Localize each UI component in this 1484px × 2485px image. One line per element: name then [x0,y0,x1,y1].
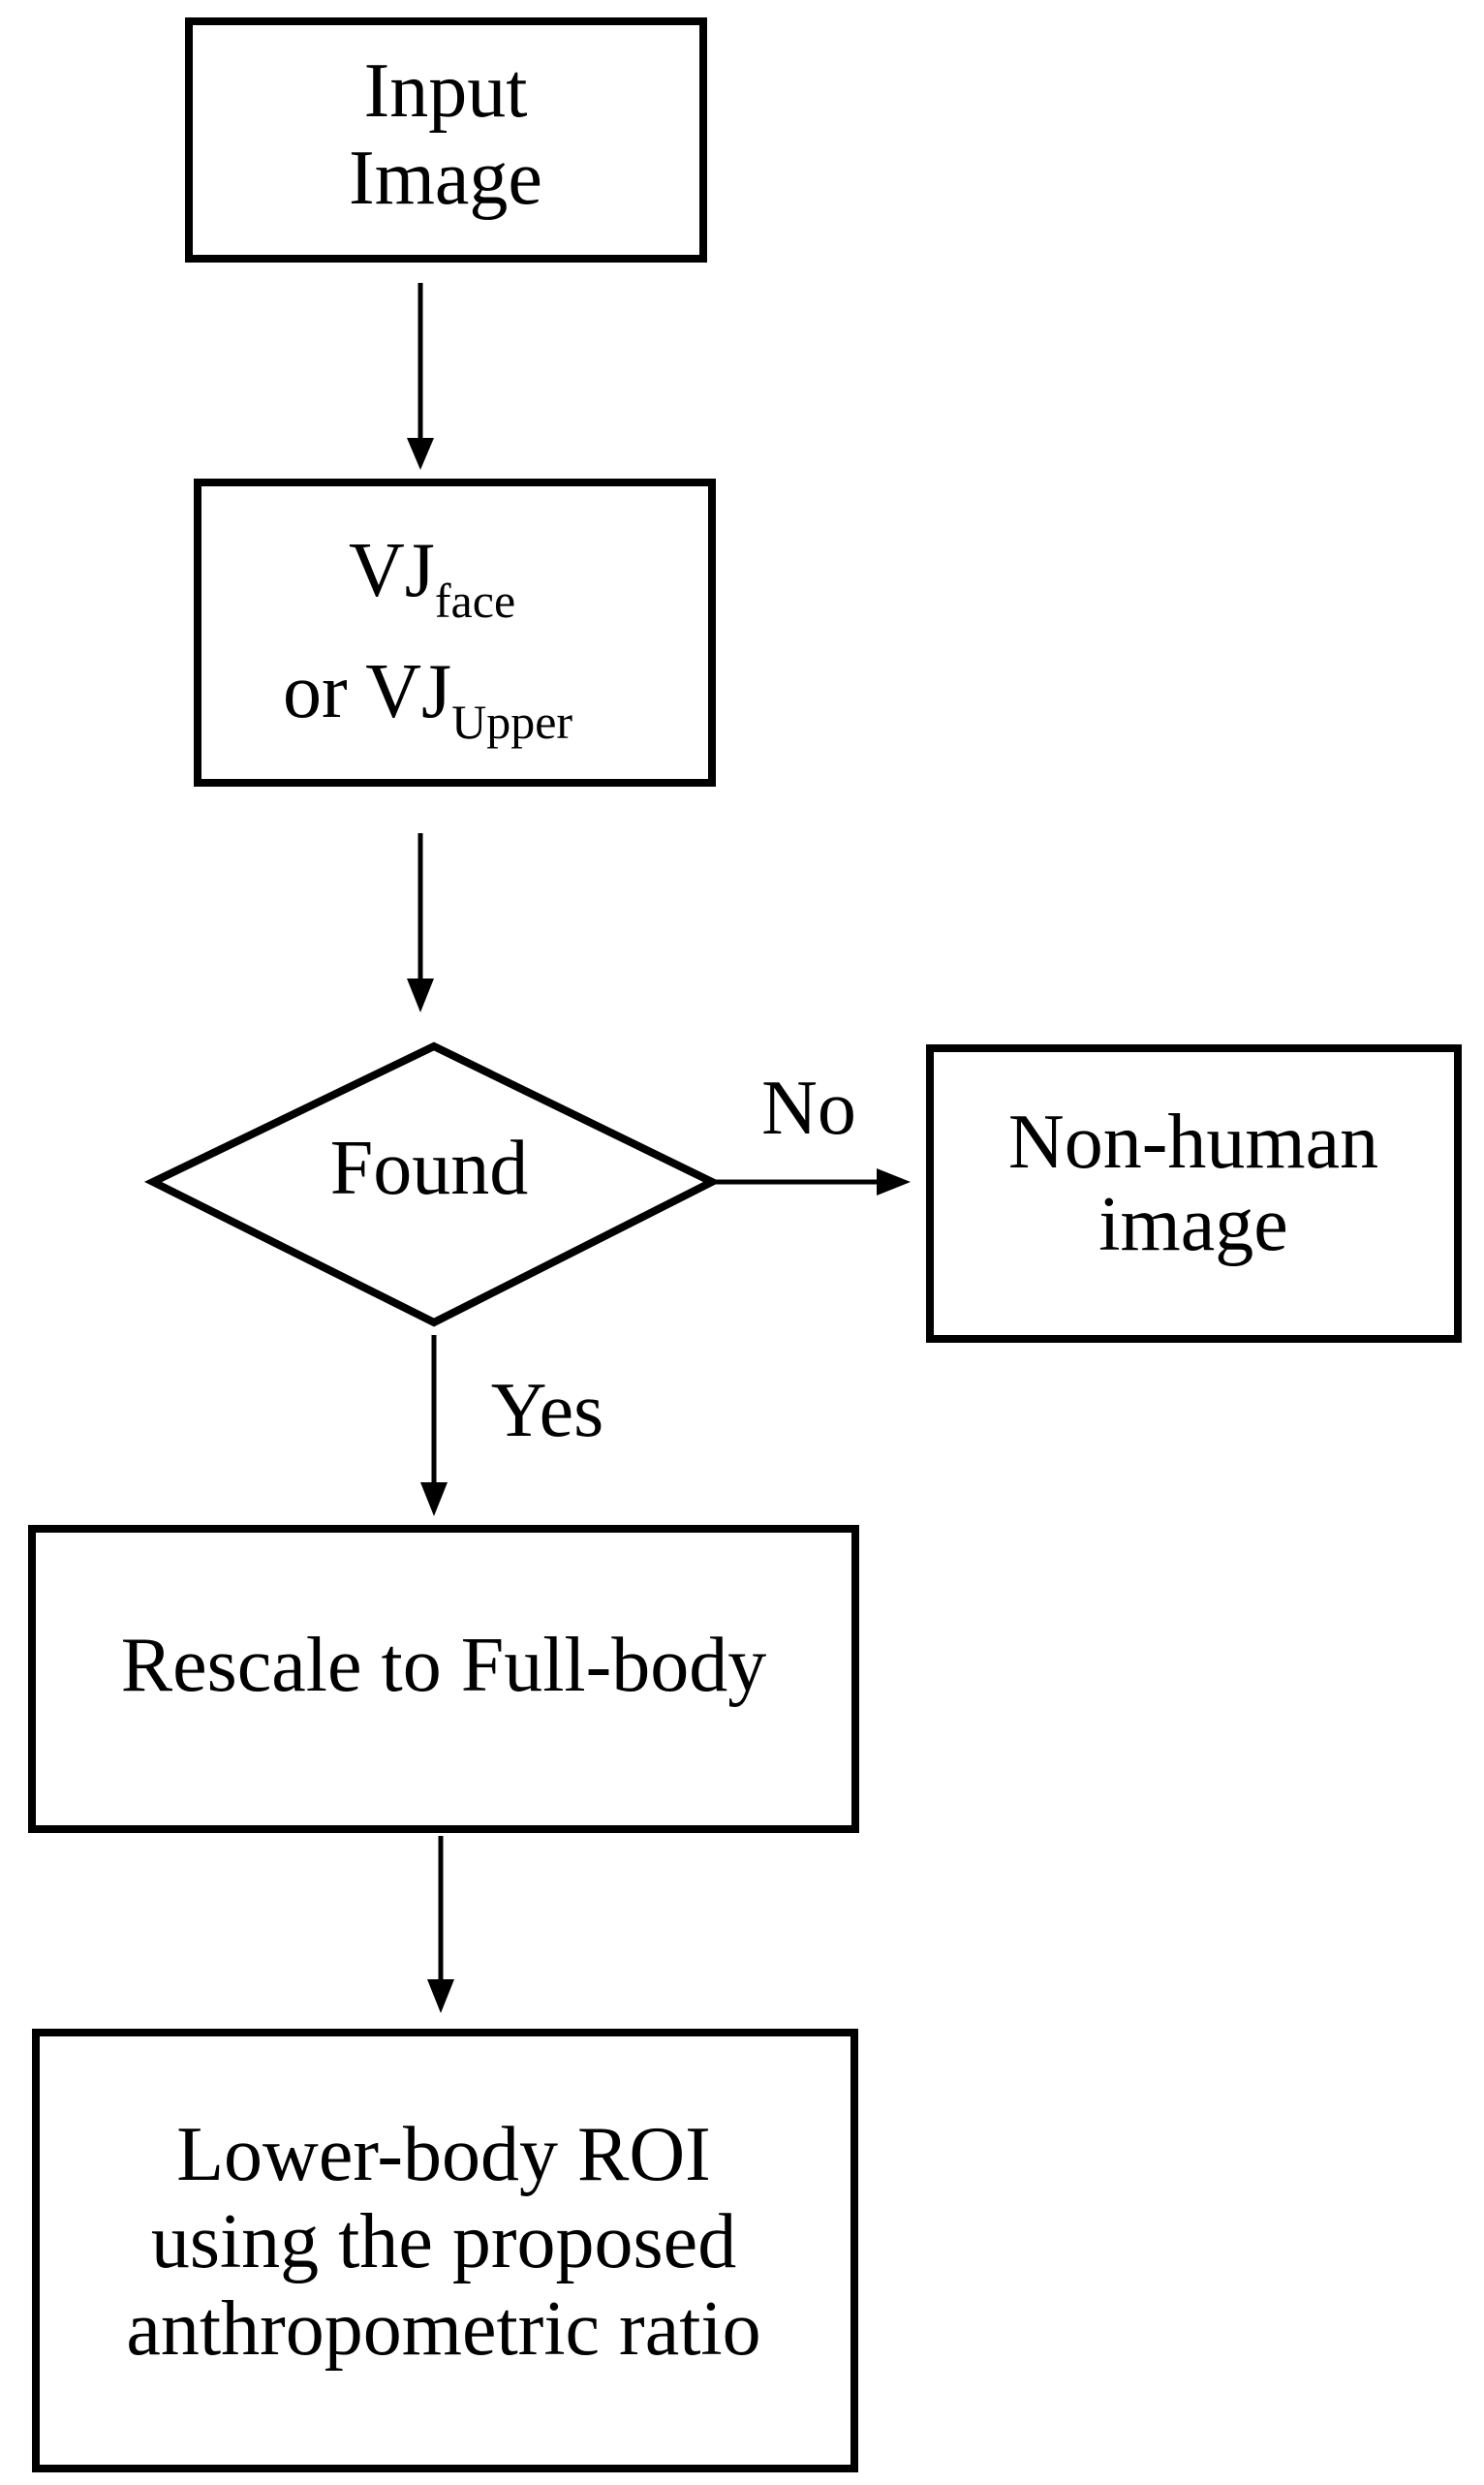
arrow-rescale-to-roi [427,1836,454,2013]
input-image-line2: Image [349,136,542,221]
no-label: No [761,1066,856,1151]
vj-face-subscript: face [435,574,515,628]
roi-line2: using the proposed [151,2199,736,2284]
lower-body-roi-node: Lower-body ROI using the proposed anthro… [32,2029,858,2472]
non-human-line1: Non-human [1008,1100,1378,1185]
rescale-label: Rescale to Full-body [121,1623,767,1708]
vj-upper-subscript: Upper [451,695,572,749]
non-human-image-node: Non-human image [926,1044,1462,1343]
rescale-node: Rescale to Full-body [28,1525,859,1833]
vj-upper-line: or VJUpper [283,649,572,749]
arrow-vj-to-decision [407,833,434,1012]
arrow-input-to-vj [407,283,434,470]
vj-detector-node: VJface or VJUpper [194,479,716,787]
input-image-line1: Input [364,48,528,134]
vj-upper-main: VJ [365,649,451,734]
input-image-node: Input Image [185,17,707,263]
arrow-yes-branch: Yes [420,1335,603,1516]
vj-upper-prefix: or [283,649,365,734]
arrow-no-branch: No [712,1066,911,1196]
roi-line3: anthropometric ratio [126,2286,760,2372]
non-human-line2: image [1098,1182,1287,1267]
found-label: Found [330,1126,529,1211]
roi-line1: Lower-body ROI [176,2112,711,2197]
found-decision-node: Found [143,1041,721,1327]
yes-label: Yes [491,1368,603,1453]
vj-face-main: VJ [349,528,435,613]
vj-face-line: VJface [349,528,515,628]
